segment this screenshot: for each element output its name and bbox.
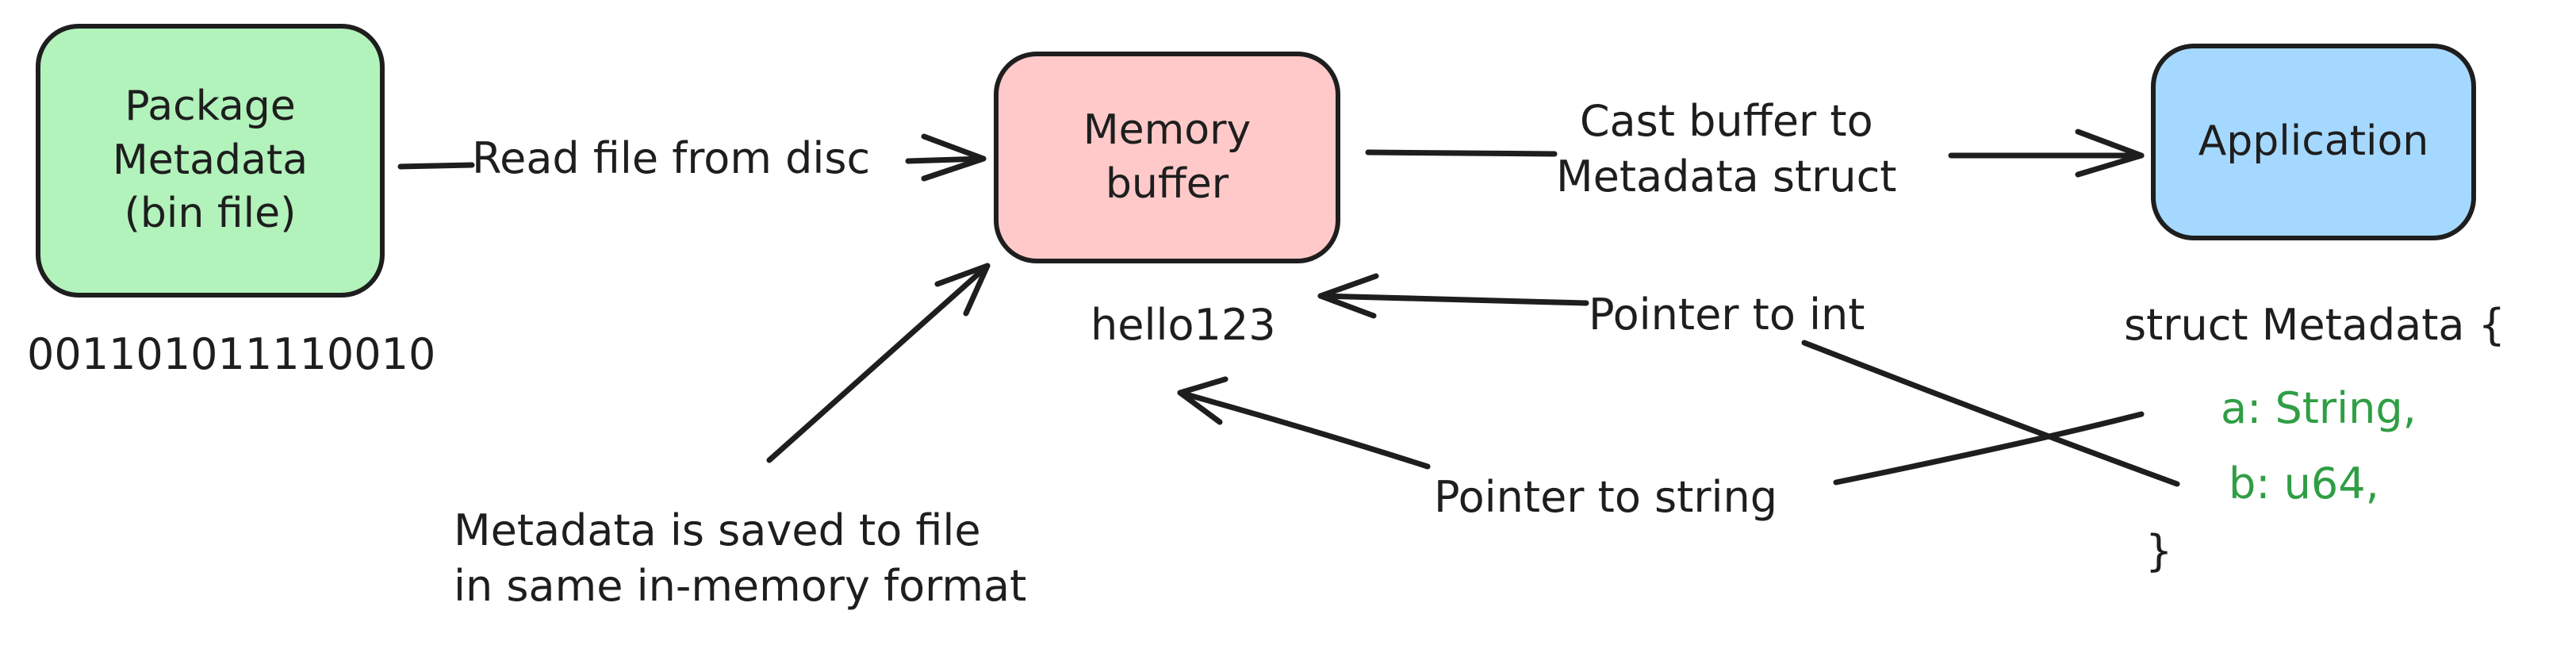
struct-header: struct Metadata { <box>2124 300 2505 350</box>
pointer-string-arrowhead <box>1177 376 1229 425</box>
read-file-label: Read file from disc <box>472 133 871 183</box>
saved-note-arrow-line <box>766 263 991 463</box>
memory-buffer-node[interactable]: Memory buffer <box>994 52 1340 263</box>
struct-field-b: b: u64, <box>2229 459 2379 509</box>
binary-bits-label: 001101011110010 <box>27 329 436 379</box>
pointer-string-connector <box>1833 411 2145 486</box>
cast-arrow-line-left <box>1365 149 1558 157</box>
struct-closing-brace: } <box>2145 526 2173 576</box>
pointer-int-arrow-line <box>1317 293 1589 306</box>
pointer-int-arrowhead <box>1317 273 1379 319</box>
pointer-string-arrow-line <box>1177 390 1431 470</box>
read-file-arrow-line-left <box>397 162 475 170</box>
pointer-int-label: Pointer to int <box>1589 290 1865 340</box>
hello-value-label: hello123 <box>1091 300 1276 350</box>
struct-field-a: a: String, <box>2221 383 2417 433</box>
read-file-arrowhead <box>921 133 987 182</box>
cast-buffer-label: Cast buffer to Metadata struct <box>1556 96 1897 202</box>
saved-note-arrowhead <box>934 263 991 317</box>
application-node[interactable]: Application <box>2151 44 2476 240</box>
cast-arrowhead <box>2075 129 2145 178</box>
pointer-string-label: Pointer to string <box>1434 472 1778 522</box>
read-file-arrow-line-right <box>905 155 987 164</box>
pointer-int-connector <box>1801 340 2180 487</box>
package-metadata-node[interactable]: Package Metadata (bin file) <box>36 24 385 298</box>
saved-note-label: Metadata is saved to file in same in-mem… <box>454 505 1027 612</box>
